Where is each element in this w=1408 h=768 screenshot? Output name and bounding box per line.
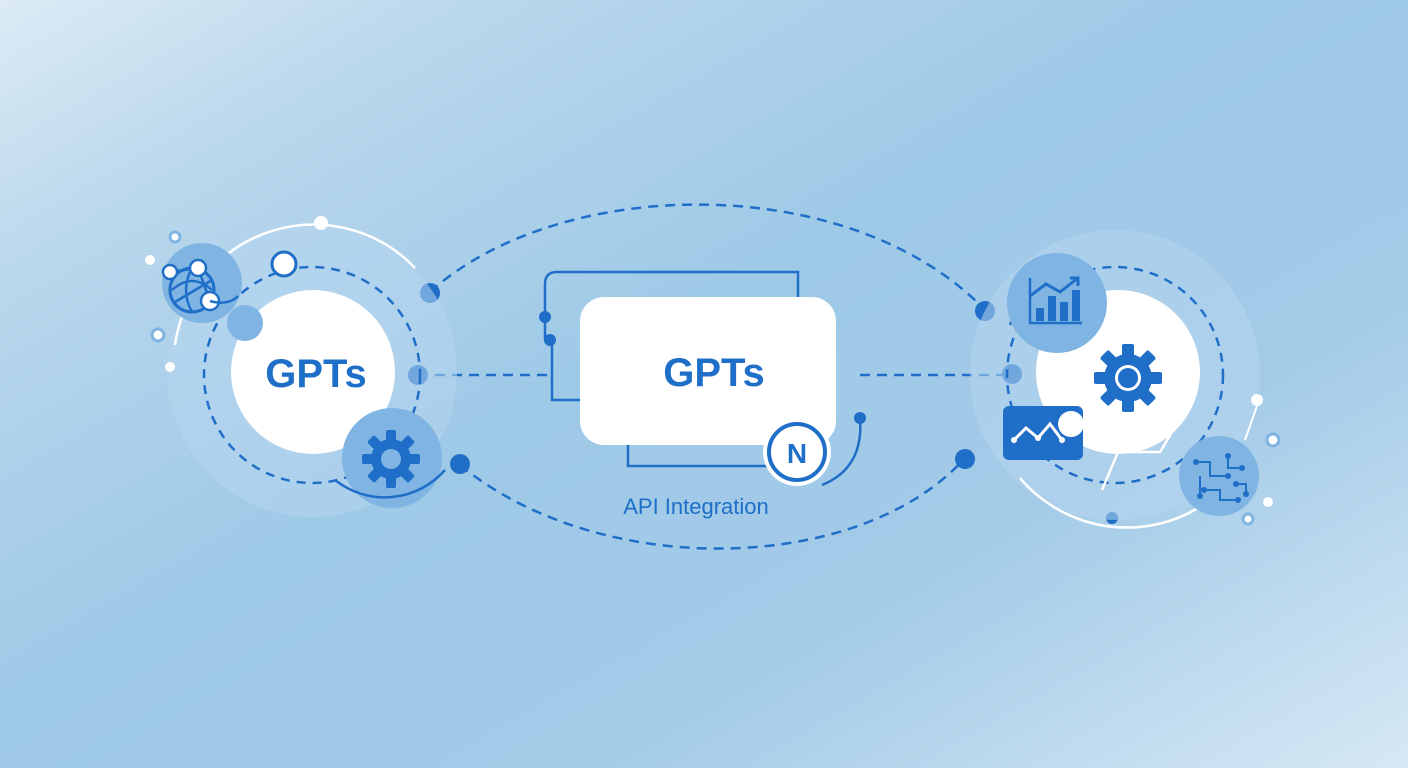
decor-dot (1241, 512, 1255, 526)
right-node-dashed-ring (1005, 265, 1225, 485)
center-back-frame (543, 270, 800, 340)
center-right-arc (821, 417, 862, 487)
left-node-dashed-ring (202, 265, 422, 485)
gear-icon (1094, 344, 1162, 412)
top-arc-connector (429, 203, 986, 311)
decor-dot (165, 362, 175, 372)
bottom-arc-connector (459, 457, 966, 550)
center-card (580, 297, 836, 445)
decor-dot (1251, 394, 1263, 406)
decor-dot (145, 255, 155, 265)
right-node (970, 230, 1281, 529)
decor-dot (168, 230, 182, 244)
decor-dot (1263, 497, 1273, 507)
circuit-network-icon (1179, 436, 1259, 516)
center-back-frame-lower (550, 340, 580, 402)
n-badge-letter: N (787, 438, 807, 469)
left-node: GPTs (145, 216, 457, 517)
decor-dot (314, 216, 328, 230)
n-badge: N (763, 418, 831, 486)
left-node-label: GPTs (265, 352, 367, 396)
connector-dot (450, 454, 470, 474)
center-node: GPTs N API Integration (543, 270, 862, 519)
decor-dot (1265, 432, 1281, 448)
left-node-core (231, 290, 395, 454)
api-integration-caption: API Integration (623, 494, 769, 519)
line-chart-card-icon (1003, 406, 1084, 460)
bar-chart-icon (1007, 253, 1107, 353)
left-node-bottom-arc (334, 469, 446, 499)
center-front-frame-lower (626, 445, 770, 468)
flag-icon (1097, 430, 1175, 491)
connector-dot (955, 449, 975, 469)
decor-bubble (227, 305, 263, 341)
center-node-label: GPTs (663, 351, 765, 395)
decor-ring (270, 250, 298, 278)
global-network-icon (161, 243, 242, 323)
decor-dot (150, 327, 166, 343)
gear-icon (342, 408, 442, 508)
decor-line (1244, 405, 1258, 441)
